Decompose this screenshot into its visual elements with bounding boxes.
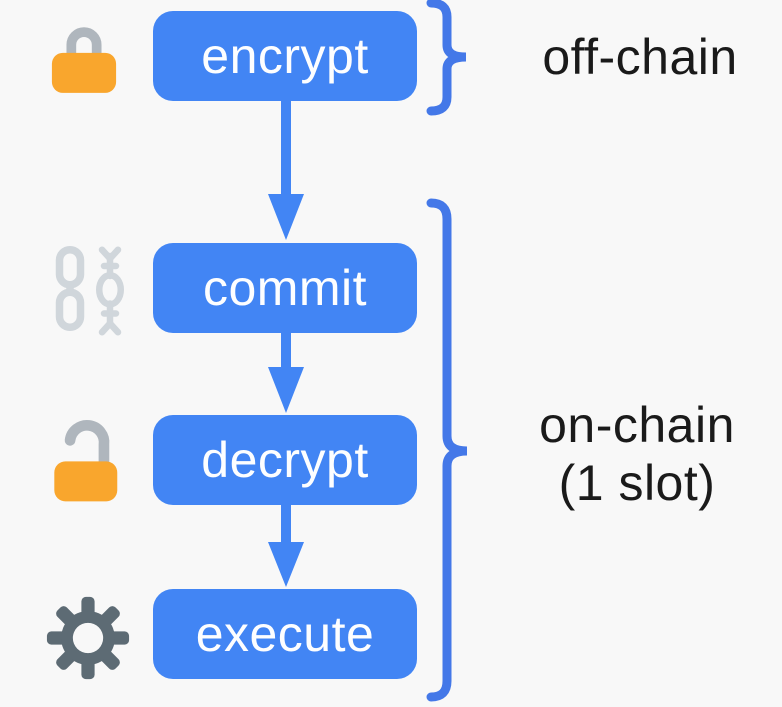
off-chain-label: off-chain [515, 29, 765, 85]
off-chain-brace [426, 0, 467, 116]
node-encrypt-label: encrypt [201, 28, 369, 84]
gear-icon [46, 596, 130, 680]
node-decrypt: decrypt [153, 415, 417, 505]
lock-open-icon [54, 420, 118, 502]
off-chain-label-text: off-chain [542, 29, 738, 85]
node-commit-label: commit [202, 260, 368, 316]
on-chain-label-line2: (1 slot) [558, 455, 716, 511]
arrow-decrypt-execute [268, 505, 304, 587]
on-chain-label: on-chain (1 slot) [497, 396, 777, 512]
arrow-commit-decrypt [268, 332, 304, 413]
on-chain-brace [426, 198, 468, 702]
node-execute-label: execute [195, 606, 375, 662]
chains-icon [55, 246, 125, 336]
node-execute: execute [153, 589, 417, 679]
lock-closed-icon [51, 27, 117, 93]
node-commit: commit [153, 243, 417, 333]
on-chain-label-line1: on-chain [539, 397, 735, 453]
arrow-encrypt-commit [268, 101, 304, 240]
node-encrypt: encrypt [153, 11, 417, 101]
node-decrypt-label: decrypt [201, 432, 369, 488]
